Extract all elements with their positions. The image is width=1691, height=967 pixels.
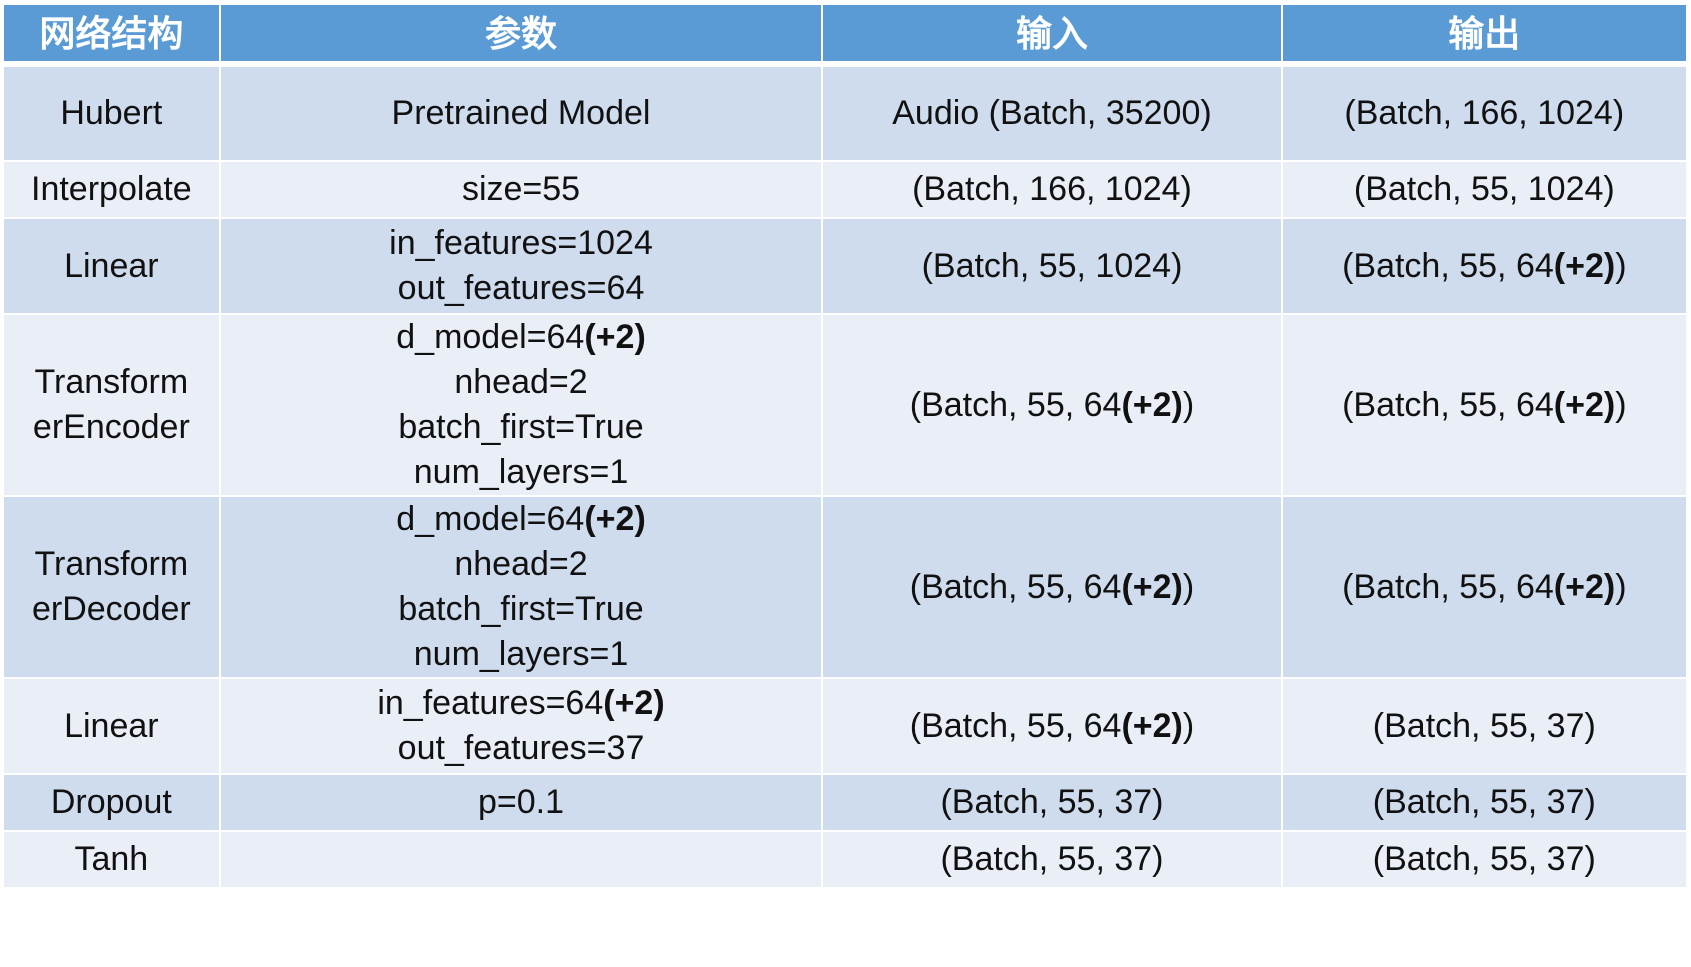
header-output: 输出 <box>1280 3 1689 67</box>
params-cell: in_features=1024 out_features=64 <box>218 217 824 315</box>
output-cell: (Batch, 55, 64(+2)) <box>1280 313 1689 497</box>
params-cell: in_features=64(+2) out_features=37 <box>218 677 824 775</box>
table-row: Hubert Pretrained Model Audio (Batch, 35… <box>2 63 1689 162</box>
layer-cell: Hubert <box>2 63 221 162</box>
params-cell: Pretrained Model <box>218 63 824 162</box>
layer-cell: Transform erDecoder <box>2 495 221 679</box>
network-structure-table: 网络结构 参数 输入 输出 Hubert Pretrained Model Au… <box>2 3 1689 889</box>
layer-cell: Dropout <box>2 773 221 832</box>
input-cell: (Batch, 55, 37) <box>821 830 1283 889</box>
params-cell: d_model=64(+2) nhead=2 batch_first=True … <box>218 495 824 679</box>
input-cell: (Batch, 55, 37) <box>821 773 1283 832</box>
layer-cell: Tanh <box>2 830 221 889</box>
table-row: Linear in_features=1024 out_features=64 … <box>2 217 1689 315</box>
layer-cell: Linear <box>2 217 221 315</box>
table-row: Dropout p=0.1 (Batch, 55, 37) (Batch, 55… <box>2 773 1689 832</box>
output-cell: (Batch, 55, 37) <box>1280 830 1689 889</box>
table-header-row: 网络结构 参数 输入 输出 <box>2 3 1689 67</box>
output-cell: (Batch, 55, 64(+2)) <box>1280 217 1689 315</box>
header-network-structure: 网络结构 <box>2 3 221 67</box>
layer-cell: Transform erEncoder <box>2 313 221 497</box>
output-cell: (Batch, 55, 1024) <box>1280 160 1689 219</box>
input-cell: Audio (Batch, 35200) <box>821 63 1283 162</box>
params-cell: p=0.1 <box>218 773 824 832</box>
header-parameters: 参数 <box>218 3 824 67</box>
input-cell: (Batch, 55, 64(+2)) <box>821 313 1283 497</box>
params-cell: size=55 <box>218 160 824 219</box>
table-row: Linear in_features=64(+2) out_features=3… <box>2 677 1689 775</box>
table-row: Transform erEncoder d_model=64(+2) nhead… <box>2 313 1689 497</box>
output-cell: (Batch, 55, 64(+2)) <box>1280 495 1689 679</box>
params-cell: d_model=64(+2) nhead=2 batch_first=True … <box>218 313 824 497</box>
input-cell: (Batch, 55, 64(+2)) <box>821 495 1283 679</box>
output-cell: (Batch, 55, 37) <box>1280 773 1689 832</box>
output-cell: (Batch, 166, 1024) <box>1280 63 1689 162</box>
output-cell: (Batch, 55, 37) <box>1280 677 1689 775</box>
input-cell: (Batch, 55, 1024) <box>821 217 1283 315</box>
layer-cell: Linear <box>2 677 221 775</box>
layer-cell: Interpolate <box>2 160 221 219</box>
input-cell: (Batch, 166, 1024) <box>821 160 1283 219</box>
input-cell: (Batch, 55, 64(+2)) <box>821 677 1283 775</box>
header-input: 输入 <box>821 3 1283 67</box>
table-row: Tanh (Batch, 55, 37) (Batch, 55, 37) <box>2 830 1689 889</box>
table-row: Interpolate size=55 (Batch, 166, 1024) (… <box>2 160 1689 219</box>
params-cell <box>218 830 824 889</box>
table-row: Transform erDecoder d_model=64(+2) nhead… <box>2 495 1689 679</box>
